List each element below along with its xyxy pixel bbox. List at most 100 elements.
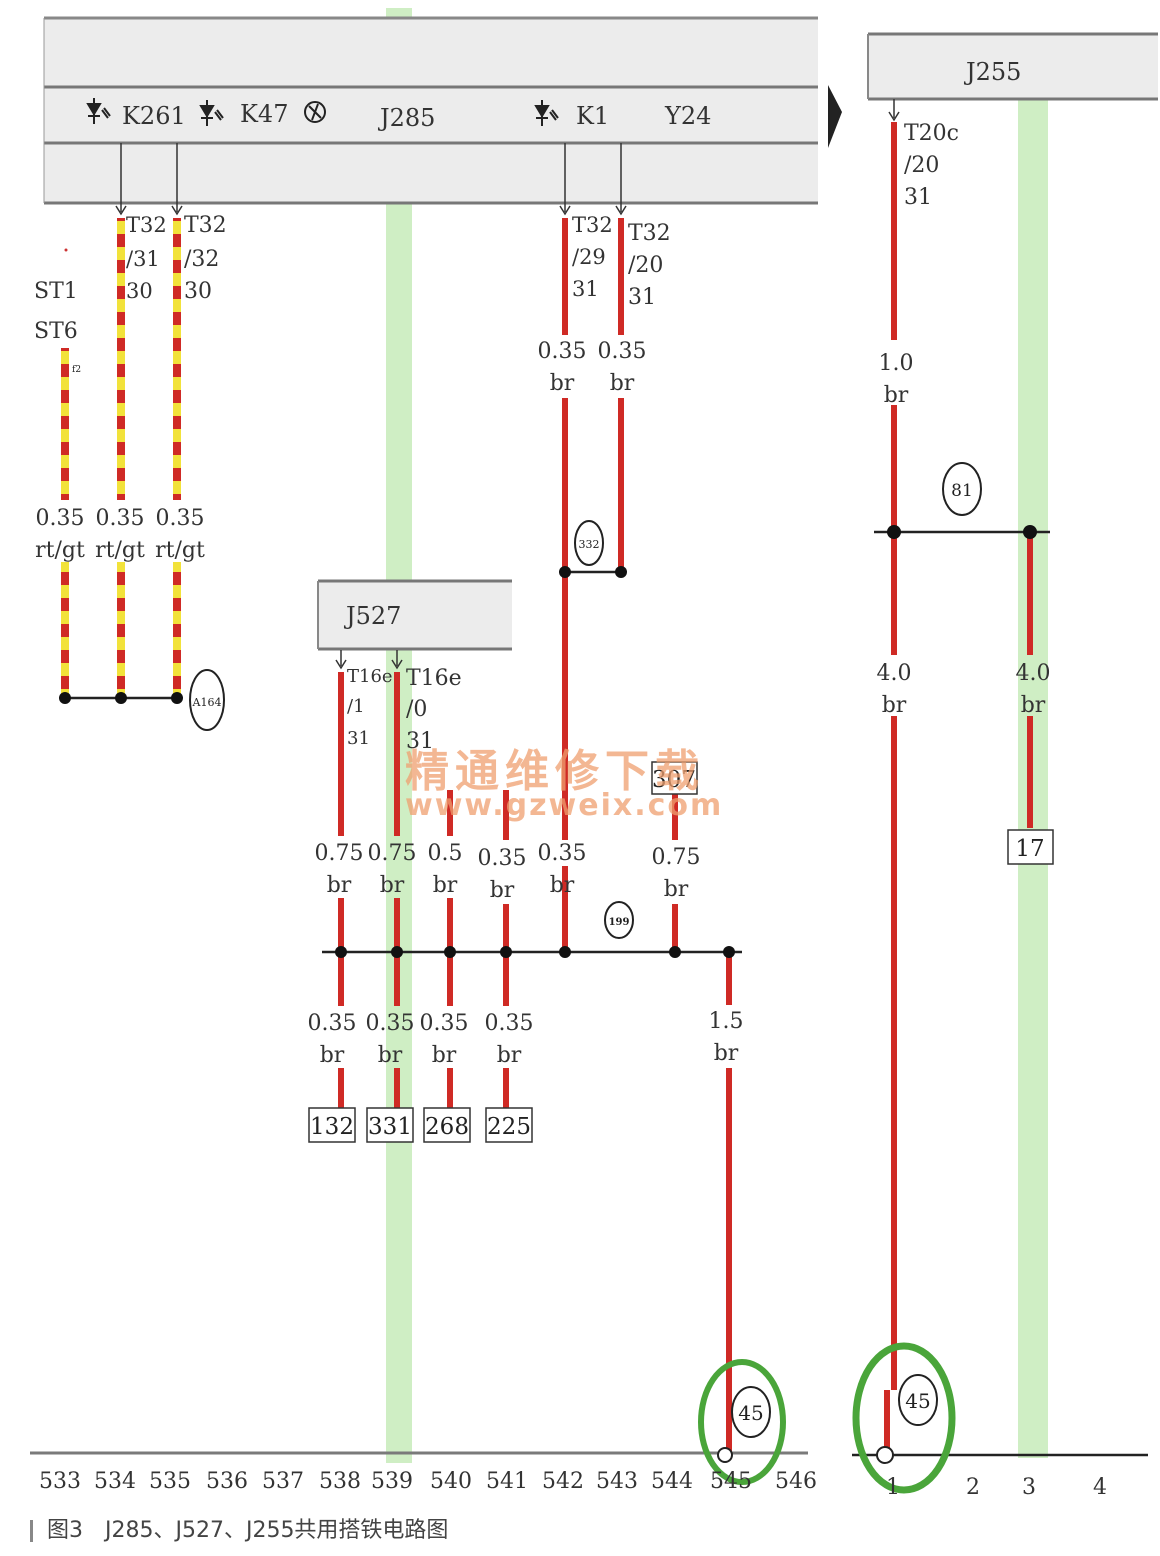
wire-size-label: 0.35 xyxy=(538,841,587,866)
highlight-circle xyxy=(698,1359,786,1485)
label-j527: J527 xyxy=(343,602,401,630)
label-j255: J255 xyxy=(963,58,1021,86)
ref-box-17 xyxy=(1007,829,1054,865)
splice-label: 81 xyxy=(951,481,973,501)
wire-size-label: 0.35 xyxy=(308,1011,357,1036)
splice-label: 199 xyxy=(609,917,630,928)
connector-label: /20 xyxy=(904,153,939,178)
label-st1: ST1 xyxy=(34,279,78,304)
connector-label: /31 xyxy=(126,247,160,271)
connector-label: T16e xyxy=(406,666,462,691)
connector-label: 31 xyxy=(628,285,656,310)
connector-label: T20c xyxy=(904,121,959,146)
wire-size-label: 0.35 xyxy=(478,846,527,871)
splice-circle-332 xyxy=(574,520,604,566)
splice-circle-81 xyxy=(942,462,982,516)
label-j285: J285 xyxy=(377,104,435,132)
wire-size-label: 1.5 xyxy=(709,1009,744,1034)
connector-label: /29 xyxy=(572,245,606,269)
grid-index: 536 xyxy=(206,1469,248,1494)
connector-label: /1 xyxy=(347,696,365,717)
watermark-title: 精通维修下载 xyxy=(405,746,705,797)
wire-color-label: br xyxy=(433,873,458,898)
grid-index: 534 xyxy=(94,1469,136,1494)
wire-color-label: br xyxy=(550,371,575,396)
connector-label: T32 xyxy=(126,213,167,237)
connector-label: 31 xyxy=(406,729,434,754)
splice-circle-199 xyxy=(604,901,634,939)
wire-color-label: br xyxy=(380,873,405,898)
wire-color-label: br xyxy=(497,1043,522,1068)
wire-color-label: br xyxy=(664,877,689,902)
grid-index: 538 xyxy=(319,1469,361,1494)
connector-label: /32 xyxy=(184,247,219,272)
ref-box-268 xyxy=(423,1107,471,1143)
wire-size-label: 0.35 xyxy=(96,506,145,531)
connector-label: /20 xyxy=(628,253,663,278)
wire-size-label: 0.35 xyxy=(420,1011,469,1036)
ground-point xyxy=(876,1446,894,1464)
led-indicator-icon xyxy=(534,100,559,126)
wire-size-label: 0.35 xyxy=(36,506,85,531)
ref-box-132 xyxy=(308,1107,356,1143)
grid-index: 542 xyxy=(542,1469,584,1494)
wire-color-label: br xyxy=(490,878,515,903)
wire-size-label: 0.75 xyxy=(652,845,701,870)
connector-label: 31 xyxy=(904,185,932,210)
wire-color-label: br xyxy=(550,873,575,898)
label-st6: ST6 xyxy=(34,319,78,344)
wire-size-label: 4.0 xyxy=(877,661,912,686)
wire-color-label: br xyxy=(714,1041,739,1066)
wire-color-label: br xyxy=(432,1043,457,1068)
connector-label: 31 xyxy=(572,277,599,301)
wire-size-label: 0.35 xyxy=(485,1011,534,1036)
connector-label: 30 xyxy=(126,279,153,303)
grid-index: 543 xyxy=(596,1469,638,1494)
grid-index: 535 xyxy=(149,1469,191,1494)
ground-circle-45 xyxy=(731,1386,771,1438)
wire-color-label: rt/gt xyxy=(155,538,205,563)
wire-size-label: 0.35 xyxy=(538,339,587,364)
continuation-arrow-icon xyxy=(828,85,842,148)
connector-label: T16e xyxy=(347,666,393,687)
wire-color-label: br xyxy=(882,693,907,718)
ground-label: 45 xyxy=(738,1401,763,1425)
ground-label: 45 xyxy=(905,1389,930,1413)
wire-size-label: 0.35 xyxy=(156,506,205,531)
j255-panel xyxy=(867,32,1158,101)
connector-label: T32 xyxy=(184,213,227,238)
label-k47: K47 xyxy=(240,100,288,128)
grid-index: 4 xyxy=(1093,1475,1107,1500)
wire-size-label: 0.75 xyxy=(315,841,364,866)
led-indicator-icon xyxy=(199,100,224,126)
wire-size-label: 0.75 xyxy=(368,841,417,866)
wire-size-label: 0.35 xyxy=(366,1011,415,1036)
grid-index: 1 xyxy=(886,1475,900,1500)
connector-label: T32 xyxy=(628,221,671,246)
ground-point xyxy=(717,1447,733,1463)
connector-label: T32 xyxy=(572,213,613,237)
wire-size-label: 1.0 xyxy=(879,351,914,376)
connector-label: /0 xyxy=(406,697,427,722)
connector-label: 31 xyxy=(347,728,370,749)
grid-index: 2 xyxy=(966,1475,980,1500)
warning-lamp-icon xyxy=(304,101,326,123)
wire-color-label: br xyxy=(327,873,352,898)
main-control-panel xyxy=(43,16,818,205)
label-y24: Y24 xyxy=(664,102,711,130)
grid-index: 546 xyxy=(775,1469,817,1494)
br-wires xyxy=(338,122,1033,1452)
wire-color-label: br xyxy=(1021,693,1046,718)
j527-panel xyxy=(317,579,512,651)
connector-label: 30 xyxy=(184,279,212,304)
caption-text: 图3 J285、J527、J255共用搭铁电路图 xyxy=(47,1518,449,1543)
wire-color-label: br xyxy=(378,1043,403,1068)
grid-index: 544 xyxy=(651,1469,693,1494)
grid-index: 3 xyxy=(1022,1475,1036,1500)
ref-box-331 xyxy=(366,1107,414,1143)
label-k1: K1 xyxy=(576,102,609,130)
grid-index: 537 xyxy=(262,1469,304,1494)
rt-gt-wires xyxy=(61,218,181,698)
ref-box-225 xyxy=(485,1107,533,1143)
